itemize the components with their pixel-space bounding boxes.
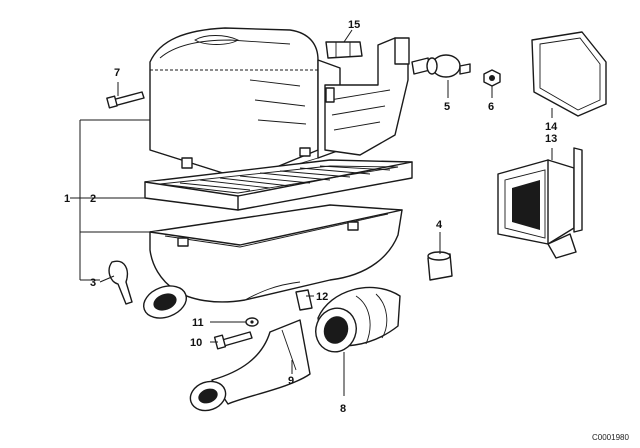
intake-port xyxy=(142,285,188,319)
housing-bracket xyxy=(324,37,410,156)
callout-5: 5 xyxy=(444,101,450,113)
callout-7: 7 xyxy=(114,67,120,79)
diagram-id: C0001980 xyxy=(592,433,629,442)
callout-12: 12 xyxy=(316,291,328,303)
callout-3: 3 xyxy=(90,277,96,289)
callout-13: 13 xyxy=(545,133,557,145)
bolt-7 xyxy=(106,91,145,109)
hex-nut xyxy=(483,69,501,87)
housing-top-cover xyxy=(149,27,341,181)
callout-1: 1 xyxy=(64,193,70,205)
callout-10: 10 xyxy=(190,337,202,349)
callout-15: 15 xyxy=(348,19,360,31)
washer-11 xyxy=(245,317,259,327)
clamp-clip xyxy=(108,260,133,305)
rubber-boot xyxy=(315,286,401,353)
air-temp-sensor xyxy=(411,54,471,78)
callout-8: 8 xyxy=(340,403,346,415)
callout-6: 6 xyxy=(488,101,494,113)
callout-labels: 1 2 3 4 5 6 7 8 9 10 11 12 13 14 15 xyxy=(64,19,558,415)
gasket xyxy=(531,31,607,117)
retaining-clip-15 xyxy=(325,41,363,59)
callout-9: 9 xyxy=(288,375,294,387)
rubber-cap xyxy=(427,251,453,281)
filter-element xyxy=(144,159,413,211)
housing-lower-shell xyxy=(149,204,403,303)
callout-14: 14 xyxy=(545,121,558,133)
bracket-clip xyxy=(295,289,313,311)
callout-2: 2 xyxy=(90,193,96,205)
intake-horn xyxy=(189,319,311,412)
leader-lines xyxy=(70,29,553,396)
screw-10 xyxy=(213,331,253,350)
air-duct-13 xyxy=(497,147,583,259)
callout-4: 4 xyxy=(436,219,443,231)
callout-11: 11 xyxy=(192,317,204,329)
